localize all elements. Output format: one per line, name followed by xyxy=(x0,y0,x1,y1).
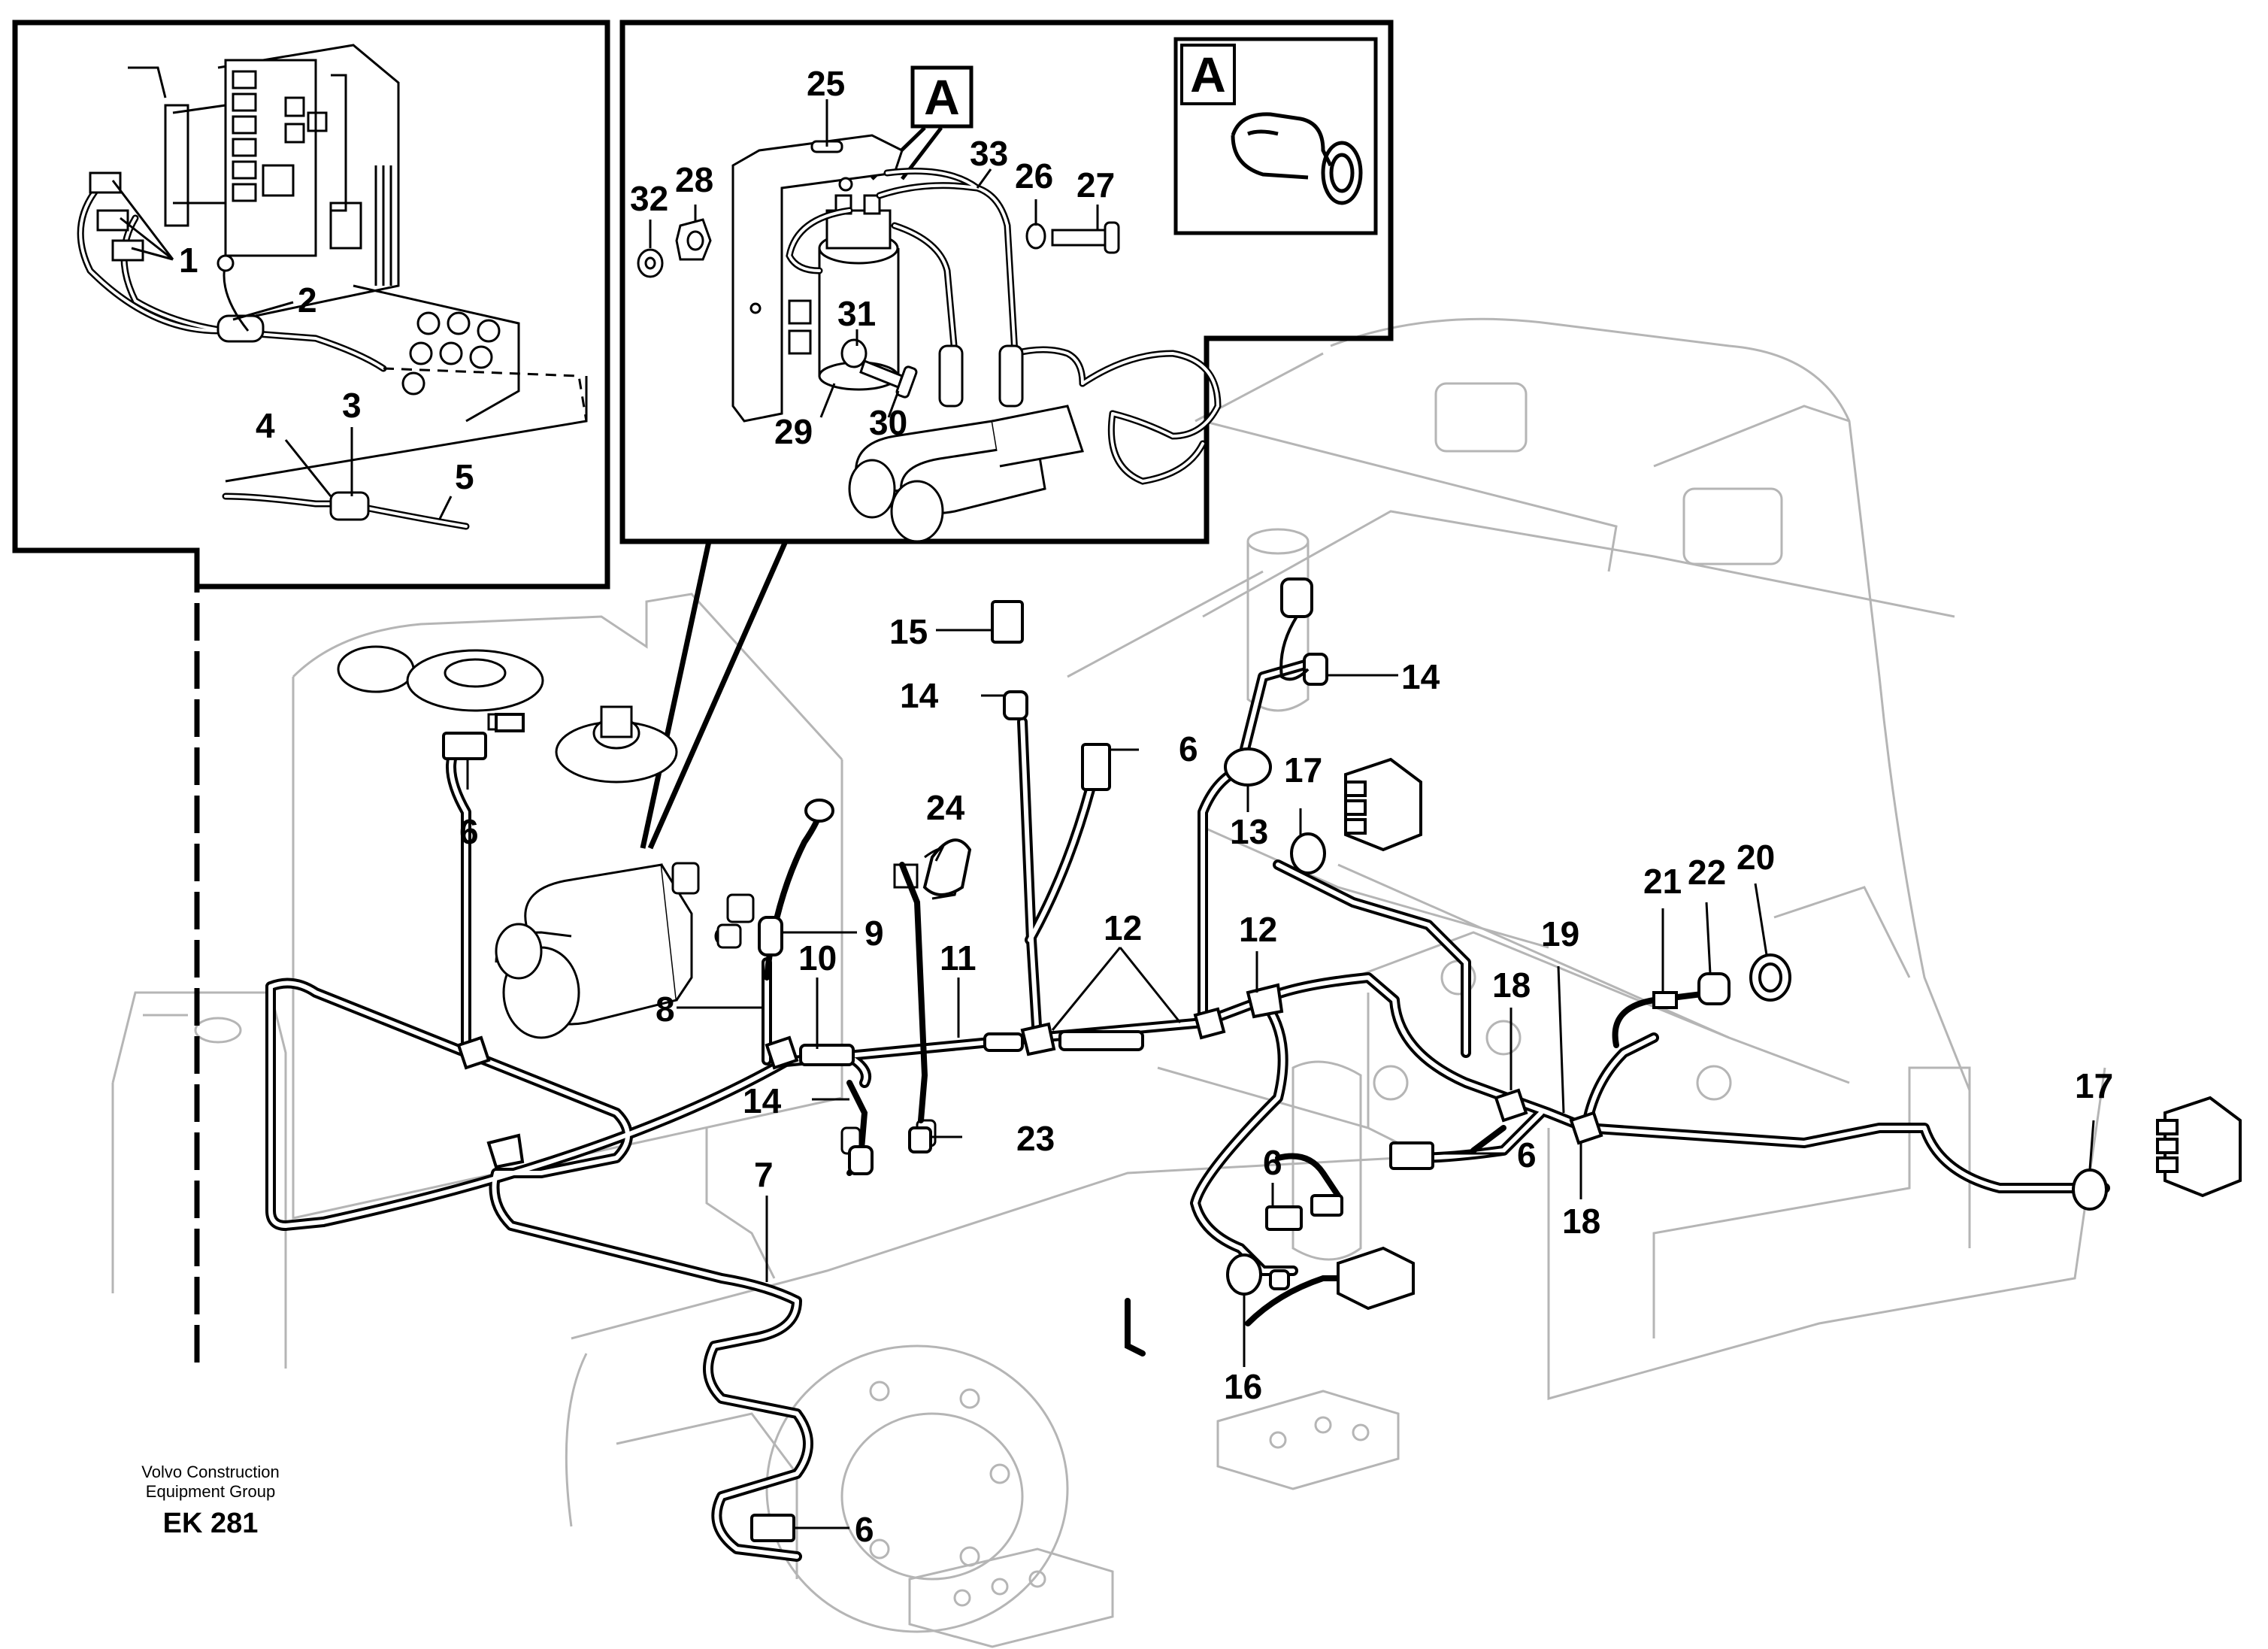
callout-30: 30 xyxy=(869,403,907,442)
callout-2: 2 xyxy=(298,280,317,320)
harness-junctions xyxy=(456,983,1603,1169)
callout-23: 23 xyxy=(1016,1119,1055,1158)
relay-wires-inner xyxy=(787,169,1220,483)
callout-14a: 14 xyxy=(900,676,939,715)
callout-21: 21 xyxy=(1643,862,1682,901)
callout-6a: 6 xyxy=(1179,729,1198,768)
callout-6e: 6 xyxy=(855,1510,874,1549)
callout-3: 3 xyxy=(342,386,362,425)
callout-6d: 6 xyxy=(1517,1135,1537,1175)
callout-14c: 14 xyxy=(743,1081,782,1120)
svg-text:A: A xyxy=(924,69,960,125)
relay-bracket xyxy=(731,134,904,423)
callout-25: 25 xyxy=(807,64,845,103)
callout-7: 7 xyxy=(754,1155,774,1194)
callout-31: 31 xyxy=(837,294,876,333)
connectors xyxy=(442,577,2242,1542)
relay-fasteners xyxy=(637,218,1120,399)
callout-1: 1 xyxy=(179,241,198,280)
leader-lines xyxy=(111,99,2095,1529)
callout-29: 29 xyxy=(774,412,813,451)
footer: Volvo Construction Equipment Group EK 28… xyxy=(113,1463,308,1540)
fuse-box-drawing xyxy=(128,44,520,423)
callout-13: 13 xyxy=(1230,812,1268,851)
rubber-boot-icon xyxy=(1231,112,1363,205)
callout-14b: 14 xyxy=(1401,657,1440,696)
callout-24: 24 xyxy=(926,788,965,827)
detail-a-box: A xyxy=(1173,37,1378,235)
callout-6b: 6 xyxy=(459,812,479,851)
callout-12a: 12 xyxy=(1104,908,1142,947)
callout-labels: 1 2 3 4 5 25 28 32 33 26 27 31 29 30 15 … xyxy=(179,64,2113,1549)
callout-8: 8 xyxy=(656,990,675,1029)
callout-10: 10 xyxy=(798,938,837,978)
callout-17a: 17 xyxy=(1284,750,1322,790)
footer-company-line2: Equipment Group xyxy=(145,1482,276,1501)
inset-center-frame xyxy=(619,20,1394,544)
starter-motor-detail xyxy=(848,344,1084,543)
callout-32: 32 xyxy=(630,179,668,218)
callout-26: 26 xyxy=(1015,156,1053,196)
callout-22: 22 xyxy=(1688,853,1726,892)
footer-company-line1: Volvo Construction xyxy=(141,1463,280,1481)
callout-20: 20 xyxy=(1737,838,1775,877)
callout-6c: 6 xyxy=(1263,1143,1282,1182)
inset-connectors xyxy=(89,171,370,521)
callout-4: 4 xyxy=(256,406,275,445)
machine-outline xyxy=(111,317,2106,1648)
callout-33: 33 xyxy=(970,134,1008,173)
callout-18b: 18 xyxy=(1562,1202,1600,1241)
callout-11: 11 xyxy=(940,938,977,978)
harness-cables xyxy=(265,656,2110,1562)
callout-15: 15 xyxy=(889,612,928,651)
detail-a-label: A xyxy=(1190,47,1226,102)
callout-5: 5 xyxy=(455,457,474,496)
callout-18a: 18 xyxy=(1492,965,1531,1005)
inset-dashed-guide xyxy=(225,367,588,483)
callout-28: 28 xyxy=(675,160,713,199)
callout-16: 16 xyxy=(1224,1367,1262,1406)
callout-19: 19 xyxy=(1541,914,1579,953)
callout-27: 27 xyxy=(1076,165,1115,205)
harness-cables-inner xyxy=(268,659,2107,1559)
callout-9: 9 xyxy=(865,914,884,953)
inset-frames xyxy=(12,20,1394,1365)
drawing-code: EK 281 xyxy=(162,1508,259,1539)
callout-12b: 12 xyxy=(1239,910,1277,949)
starter-motor xyxy=(495,863,742,1039)
callout-17b: 17 xyxy=(2075,1066,2113,1105)
